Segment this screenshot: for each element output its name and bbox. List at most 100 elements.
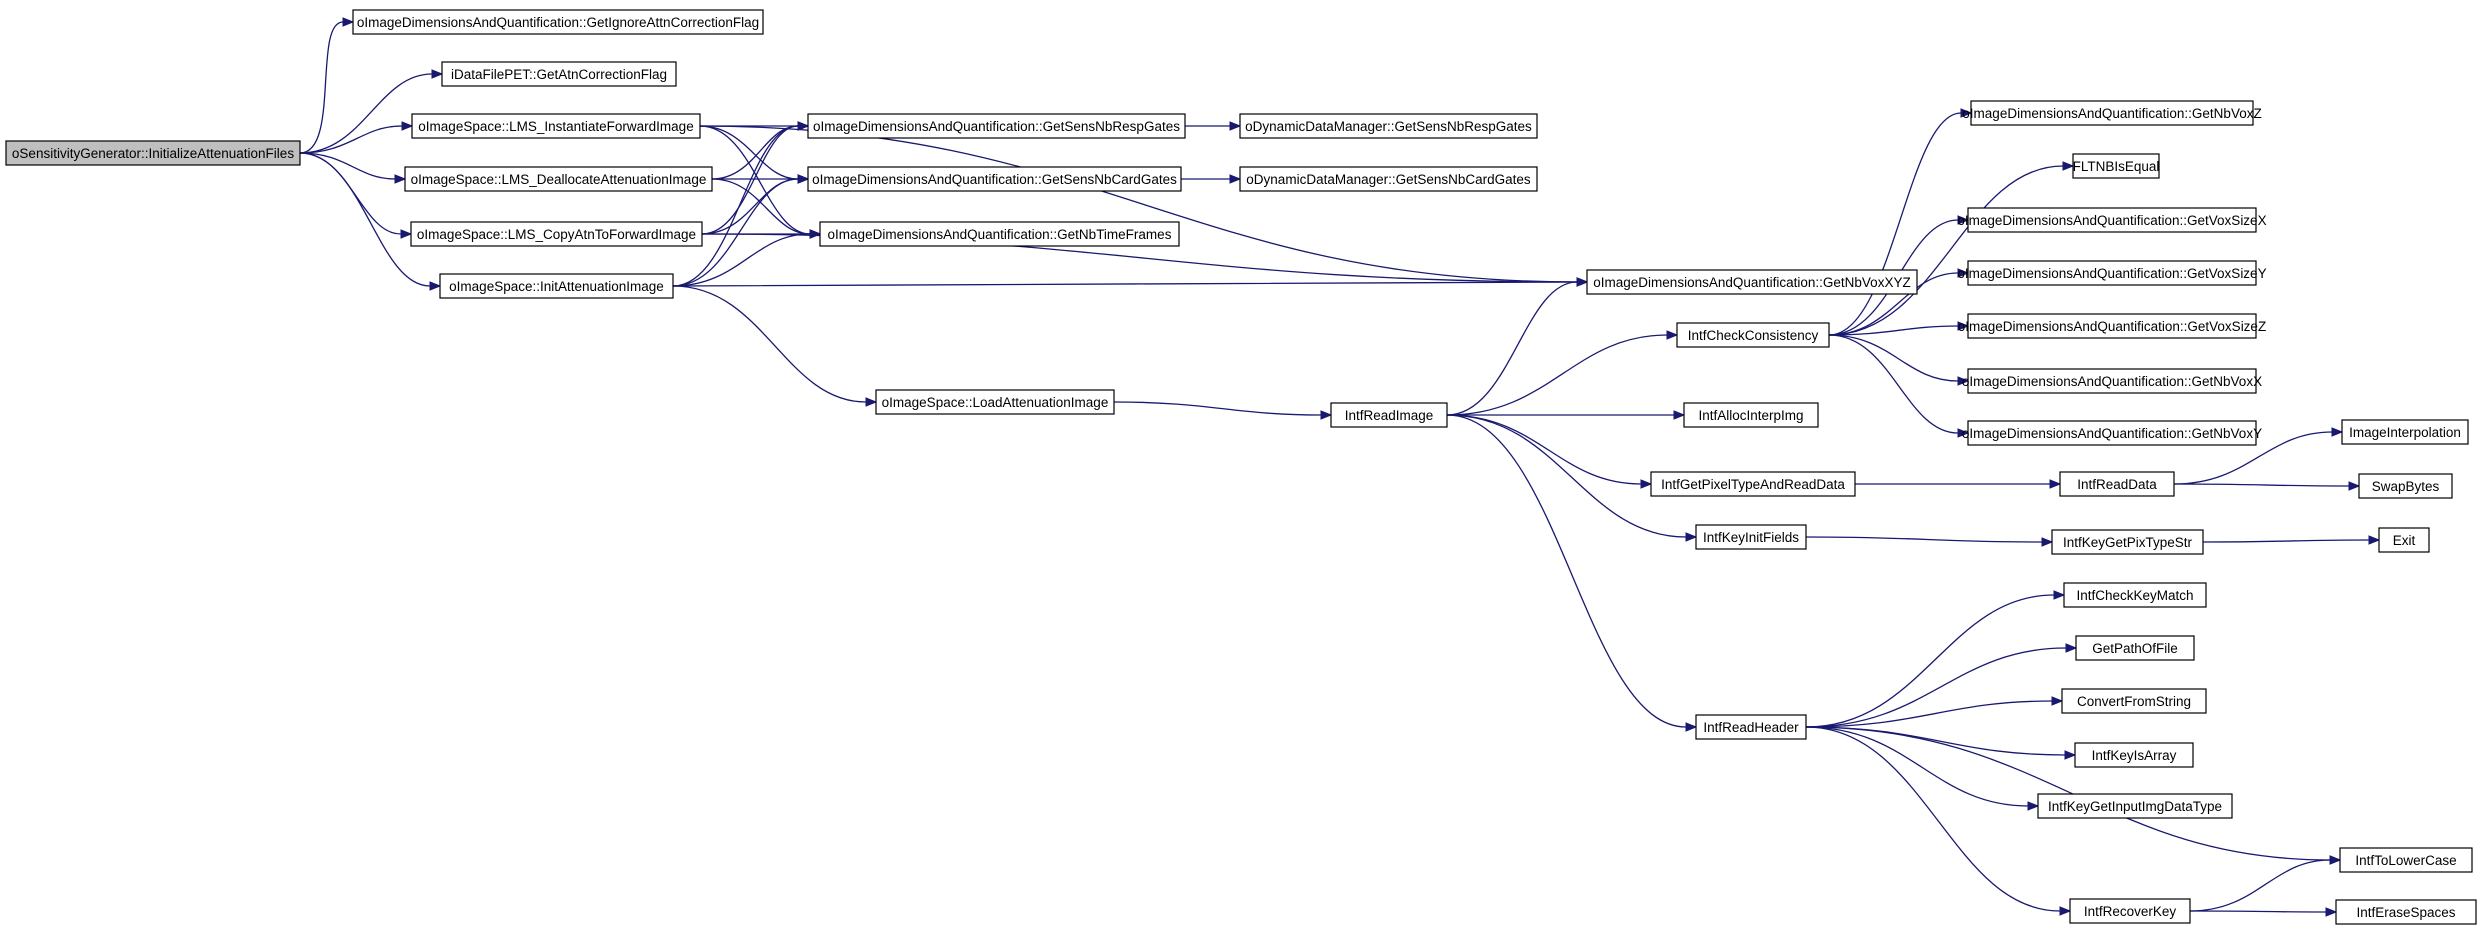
edge-arrowhead <box>2059 906 2072 916</box>
graph-node[interactable]: oImageDimensionsAndQuantification::GetVo… <box>1958 313 2266 339</box>
graph-node[interactable]: oImageDimensionsAndQuantification::GetNb… <box>1586 269 1918 295</box>
graph-node[interactable]: IntfAllocInterpImg <box>1683 402 1819 428</box>
edge-n7-n10 <box>1185 121 1242 131</box>
edge-n15-n26 <box>1828 334 1970 438</box>
graph-node[interactable]: oImageDimensionsAndQuantification::GetSe… <box>807 113 1186 139</box>
edge-line <box>699 125 799 180</box>
edge-arrowhead <box>2065 643 2078 653</box>
graph-node[interactable]: IntfEraseSpaces <box>2335 899 2477 925</box>
graph-node[interactable]: IntfRecoverKey <box>2069 898 2191 924</box>
edge-arrowhead <box>1673 410 1686 420</box>
edge-arrowhead <box>1576 277 1589 287</box>
graph-node[interactable]: oImageDimensionsAndQuantification::GetNb… <box>1962 368 2262 394</box>
node-box <box>1695 524 1807 550</box>
node-box <box>2074 742 2194 768</box>
node-box <box>5 140 301 166</box>
node-label: oImageSpace::LMS_CopyAtnToForwardImage <box>417 227 696 242</box>
graph-node[interactable]: oImageDimensionsAndQuantification::GetNb… <box>1962 100 2262 126</box>
graph-node[interactable]: IntfKeyInitFields <box>1695 524 1807 550</box>
node-box <box>2075 635 2195 661</box>
graph-node[interactable]: oImageSpace::LMS_InstantiateForwardImage <box>411 113 701 139</box>
node-label: oImageSpace::LoadAttenuationImage <box>882 395 1109 410</box>
edge-line <box>1446 414 1687 728</box>
edge-line <box>299 21 344 154</box>
node-box <box>411 113 701 139</box>
node-box <box>2051 529 2204 555</box>
node-box <box>1239 113 1538 139</box>
edge-line <box>2189 859 2331 912</box>
edge-arrowhead <box>400 229 413 239</box>
graph-node[interactable]: oImageDimensionsAndQuantification::GetSe… <box>807 166 1182 192</box>
node-label: oDynamicDataManager::GetSensNbCardGates <box>1246 172 1531 187</box>
graph-node[interactable]: oImageSpace::InitAttenuationImage <box>439 273 674 299</box>
edge-n38-n39 <box>2189 907 2338 917</box>
edge-line <box>1805 700 2053 728</box>
node-label: oImageDimensionsAndQuantification::GetIg… <box>357 15 759 30</box>
graph-node[interactable]: oImageSpace::LMS_DeallocateAttenuationIm… <box>404 166 713 192</box>
edge-n13-n14 <box>1113 401 1333 420</box>
node-box <box>1239 166 1538 192</box>
node-label: IntfKeyGetPixTypeStr <box>2063 535 2193 550</box>
graph-node[interactable]: oDynamicDataManager::GetSensNbCardGates <box>1239 166 1538 192</box>
edge-n6-n8 <box>672 174 810 287</box>
edge-n14-n17 <box>1446 414 1653 489</box>
edge-arrowhead <box>401 121 414 131</box>
graph-node[interactable]: IntfReadData <box>2059 471 2175 497</box>
graph-node[interactable]: IntfToLowerCase <box>2339 847 2473 873</box>
node-box <box>1967 207 2257 233</box>
node-box <box>441 61 677 87</box>
edge-line <box>1805 594 2055 728</box>
graph-node[interactable]: ConvertFromString <box>2061 688 2207 714</box>
graph-node[interactable]: oImageDimensionsAndQuantification::GetNb… <box>1962 420 2262 446</box>
node-box <box>807 113 1186 139</box>
node-label: IntfKeyIsArray <box>2092 748 2177 763</box>
call-edges <box>299 17 2381 917</box>
graph-node[interactable]: Exit <box>2378 527 2430 553</box>
edge-n0-n3 <box>299 121 414 154</box>
graph-node[interactable]: oImageDimensionsAndQuantification::GetNb… <box>819 221 1180 247</box>
graph-node[interactable]: IntfKeyGetPixTypeStr <box>2051 529 2204 555</box>
graph-node[interactable]: oImageSpace::LMS_CopyAtnToForwardImage <box>410 221 703 247</box>
edge-arrowhead <box>2329 855 2342 865</box>
edge-line <box>701 125 799 235</box>
edge-arrowhead <box>1957 428 1970 438</box>
graph-node[interactable]: iDataFilePET::GetAtnCorrectionFlag <box>441 61 677 87</box>
node-box <box>2037 793 2233 819</box>
node-label: ConvertFromString <box>2077 694 2191 709</box>
edge-n15-n25 <box>1828 334 1970 386</box>
graph-node[interactable]: FLTNBIsEqual <box>2072 153 2160 179</box>
edge-arrowhead <box>429 281 442 291</box>
graph-node[interactable]: oImageDimensionsAndQuantification::GetVo… <box>1957 207 2267 233</box>
graph-node[interactable]: oDynamicDataManager::GetSensNbRespGates <box>1239 113 1538 139</box>
edge-line <box>699 125 1578 283</box>
node-label: SwapBytes <box>2372 479 2440 494</box>
graph-node[interactable]: IntfReadHeader <box>1695 714 1807 740</box>
graph-node[interactable]: IntfKeyGetInputImgDataType <box>2037 793 2233 819</box>
node-label: FLTNBIsEqual <box>2073 159 2160 174</box>
node-box <box>2063 582 2207 608</box>
graph-node[interactable]: IntfCheckConsistency <box>1676 322 1830 348</box>
graph-node[interactable]: IntfKeyIsArray <box>2074 742 2194 768</box>
edge-line <box>299 125 403 154</box>
graph-node[interactable]: oImageSpace::LoadAttenuationImage <box>875 389 1115 415</box>
graph-node[interactable]: oImageDimensionsAndQuantification::GetIg… <box>352 9 764 35</box>
node-box <box>2069 898 2191 924</box>
node-label: IntfCheckKeyMatch <box>2076 588 2193 603</box>
graph-node[interactable]: ImageInterpolation <box>2341 419 2469 445</box>
graph-node[interactable]: IntfCheckKeyMatch <box>2063 582 2207 608</box>
edge-n6-n13 <box>672 285 878 407</box>
graph-node[interactable]: oImageDimensionsAndQuantification::GetVo… <box>1957 260 2267 286</box>
edge-arrowhead <box>2049 479 2062 489</box>
graph-node[interactable]: oSensitivityGenerator::InitializeAttenua… <box>5 140 301 166</box>
graph-node[interactable]: IntfReadImage <box>1330 402 1448 428</box>
graph-node[interactable]: SwapBytes <box>2358 473 2453 499</box>
node-label: GetPathOfFile <box>2092 641 2178 656</box>
node-label: IntfReadData <box>2077 477 2157 492</box>
node-label: iDataFilePET::GetAtnCorrectionFlag <box>451 67 667 82</box>
edge-arrowhead <box>2051 696 2064 706</box>
graph-node[interactable]: IntfGetPixelTypeAndReadData <box>1650 471 1856 497</box>
node-box <box>2378 527 2430 553</box>
graph-node[interactable]: GetPathOfFile <box>2075 635 2195 661</box>
edge-n14-n12 <box>1446 277 1589 416</box>
edge-n14-n16 <box>1447 410 1686 420</box>
